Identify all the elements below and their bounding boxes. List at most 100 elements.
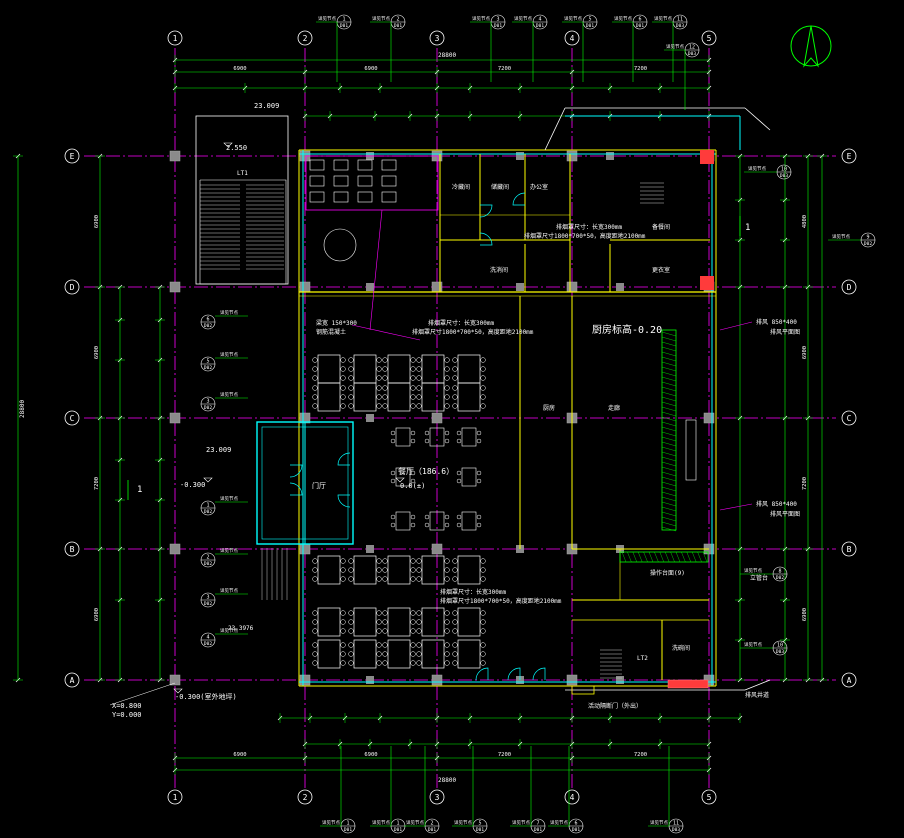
detail-tag-num: 9 (866, 235, 869, 241)
column (299, 281, 311, 293)
wall (744, 107, 771, 131)
tag-caption: 详见节点 (372, 819, 390, 826)
grid-bubble-label: 2 (303, 793, 308, 802)
dim-text: 7200 (802, 477, 808, 490)
chair (340, 651, 346, 657)
chair (312, 651, 318, 657)
tag-caption: 详见节点 (666, 43, 684, 50)
chair (452, 366, 458, 372)
elev-ref-3: 23.3976 (228, 625, 254, 632)
chair (312, 642, 318, 648)
counter-hatch (661, 436, 677, 442)
counter-hatch (661, 416, 677, 422)
room-entry-label: 门厅 (312, 481, 326, 490)
chair (410, 403, 416, 409)
chair (456, 478, 462, 484)
hood-note-5: 排烟罩尺寸：长宽300mm (440, 588, 506, 596)
chair (416, 610, 422, 616)
chair (410, 366, 416, 372)
chair (452, 375, 458, 381)
chair (312, 394, 318, 400)
chair (416, 394, 422, 400)
chair (476, 514, 482, 520)
chair (480, 375, 486, 381)
detail-tag-sheet: D02 (864, 241, 872, 247)
dim-left-overall: 28800 (19, 400, 26, 418)
section-mark: 1 (137, 485, 142, 495)
column (566, 150, 578, 162)
chair (452, 558, 458, 564)
chair (476, 470, 482, 476)
tag-caption: 详见节点 (318, 15, 336, 22)
column (169, 543, 181, 555)
chair (416, 558, 422, 564)
toilet-fixture (309, 175, 325, 187)
counter-hatch (661, 481, 677, 487)
chair (424, 438, 430, 444)
detail-tag-num: 2 (396, 17, 399, 23)
dining-table (421, 607, 445, 637)
outlet-note-1b: 排风平面图 (770, 328, 800, 336)
dining-table (457, 555, 481, 585)
chair (424, 522, 430, 528)
chair (444, 438, 450, 444)
small-table (461, 511, 477, 531)
detail-tag-num: 10 (777, 643, 783, 649)
chair (452, 567, 458, 573)
room-prep-label: 备餐间 (652, 223, 670, 231)
counter-hatch (661, 421, 677, 427)
tag-caption: 详见节点 (832, 233, 850, 240)
dining-table (387, 607, 411, 637)
toilet-fixture (381, 159, 397, 171)
small-table (429, 427, 445, 447)
detail-tag-num: 11 (673, 821, 679, 827)
counter-hatch (675, 551, 681, 563)
detail-tag-num: 7 (536, 821, 539, 827)
chair (340, 385, 346, 391)
chair (382, 660, 388, 666)
chair (390, 478, 396, 484)
counter-hatch (661, 406, 677, 412)
chair (348, 357, 354, 363)
hood-note-4: 排烟罩尺寸1800*700*50，高度距地2100mm (524, 232, 646, 240)
detail-tag-sheet: D01 (394, 827, 402, 833)
tag-caption: 详见节点 (650, 819, 668, 826)
chair (390, 438, 396, 444)
stair-label: LT1 (237, 170, 248, 177)
kitchen-equip (685, 419, 697, 481)
grid-bubble (429, 30, 445, 46)
chair (480, 403, 486, 409)
counter-hatch (638, 551, 643, 563)
dining-table (421, 555, 445, 585)
chair (376, 660, 382, 666)
detail-tag-num: 1 (342, 17, 345, 23)
chair (390, 522, 396, 528)
counter-hatch (654, 551, 659, 563)
small-table (395, 511, 411, 531)
chair (376, 394, 382, 400)
tag-caption: 详见节点 (372, 15, 390, 22)
room-wash-label: 洗消间 (490, 266, 508, 274)
toilet-fixture (333, 175, 349, 187)
tag-caption: 详见节点 (744, 567, 762, 574)
detail-tag-sheet: D02 (204, 561, 212, 567)
chair (376, 610, 382, 616)
level-marker-icon (223, 142, 233, 148)
chair (444, 385, 450, 391)
chair (456, 438, 462, 444)
grid-bubble (841, 148, 857, 164)
counter-hatch (661, 356, 677, 362)
chair (452, 642, 458, 648)
room-storage2-label: 储藏间 (491, 183, 509, 191)
tag-caption: 详见节点 (220, 627, 238, 634)
column (606, 152, 614, 160)
room-kitchen-label: 厨房 (543, 404, 555, 412)
column (431, 674, 443, 686)
dim-text: 7200 (634, 752, 647, 758)
outlet-note-1: 排风 850*400 (756, 318, 797, 326)
counter-hatch (661, 491, 677, 497)
dim-text: 6900 (802, 346, 808, 359)
detail-tag-sheet: D02 (204, 323, 212, 329)
dim-text: 4800 (802, 215, 808, 228)
